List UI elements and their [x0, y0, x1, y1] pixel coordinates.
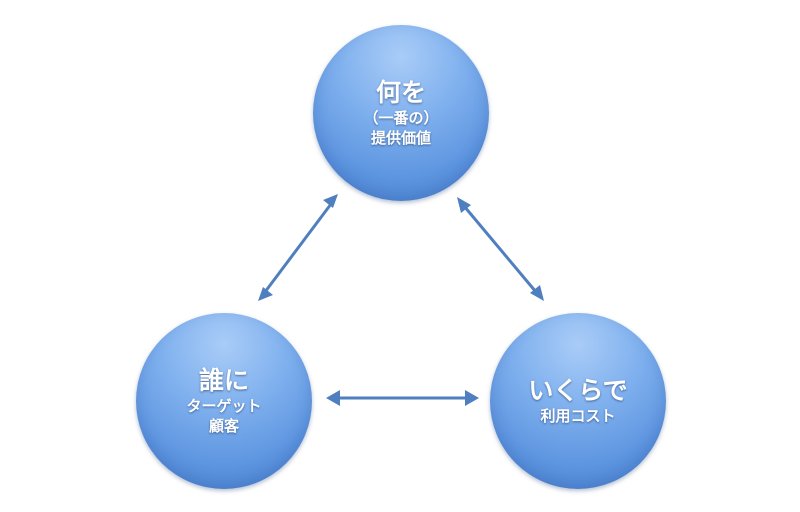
node-top-line3: 提供価値 [370, 129, 431, 147]
node-left-line3: 顧客 [208, 417, 239, 435]
node-left-line2: ターゲット [186, 396, 262, 415]
node-top-line2: （一番の） [363, 108, 439, 127]
node-left-title: 誰に [198, 365, 249, 395]
node-right-line2: 利用コスト [540, 406, 616, 425]
arrow-top-right [457, 197, 544, 301]
node-right-title: いくらで [528, 375, 628, 405]
node-usage-cost: いくらで 利用コスト [490, 313, 666, 489]
arrow-top-left [258, 194, 338, 301]
node-value-proposition: 何を （一番の） 提供価値 [313, 25, 489, 201]
node-top-title: 何を [375, 77, 426, 107]
node-target-customer: 誰に ターゲット 顧客 [136, 313, 312, 489]
arrow-left-right [326, 390, 479, 406]
